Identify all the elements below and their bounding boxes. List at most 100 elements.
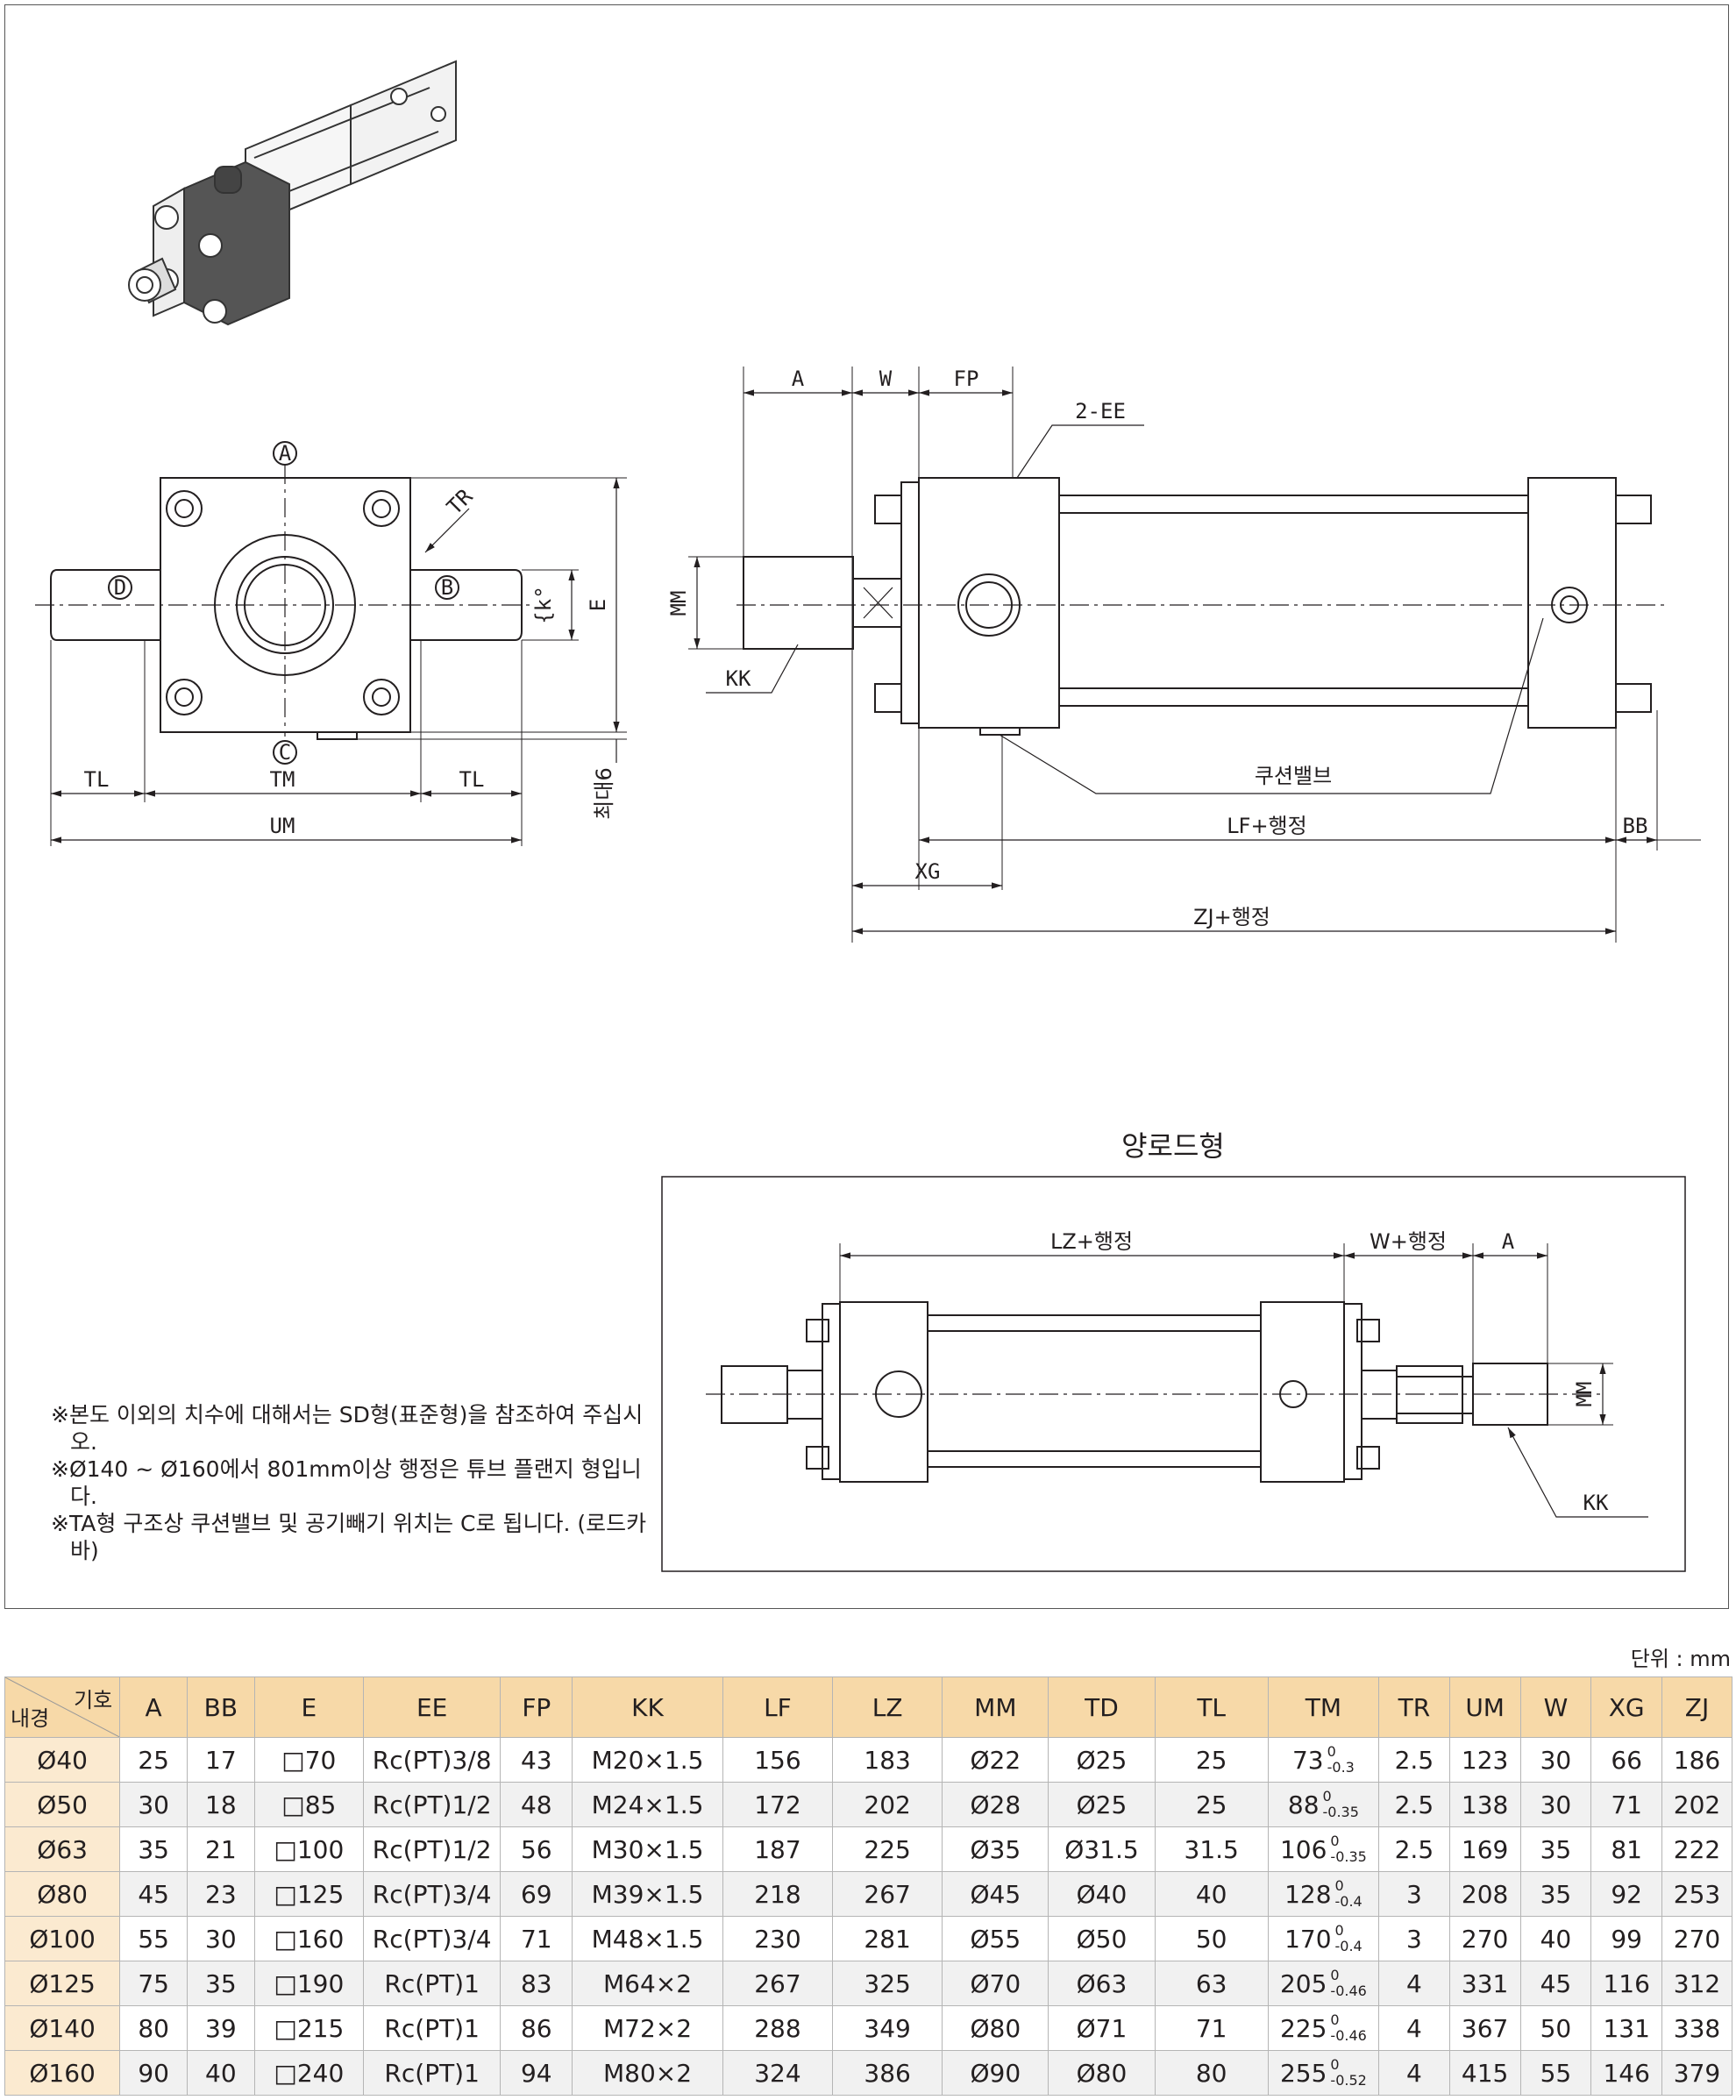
cell-tr: 3 <box>1378 1871 1450 1917</box>
cell-zj: 186 <box>1661 1737 1732 1783</box>
tm-tol-lower: -0.35 <box>1330 1848 1367 1865</box>
cell-mm: Ø80 <box>942 2005 1049 2051</box>
cell-um: 415 <box>1448 2050 1521 2096</box>
cell-kk: M72×2 <box>572 2005 723 2051</box>
cell-fp: 43 <box>500 1737 573 1783</box>
label-mm: MM <box>666 591 691 616</box>
header-zj: ZJ <box>1661 1676 1732 1738</box>
tm-tol-upper: 0 <box>1330 2056 1340 2073</box>
label-a: A <box>792 367 805 391</box>
cell-lz: 386 <box>832 2050 943 2096</box>
cell-xg: 66 <box>1590 1737 1663 1783</box>
cell-a: 75 <box>119 1961 188 2006</box>
cell-lz: 325 <box>832 1961 943 2006</box>
mark-b: B <box>441 575 453 600</box>
cell-ee: Rc(PT)3/4 <box>362 1871 502 1917</box>
cell-um: 123 <box>1448 1737 1521 1783</box>
tm-value: 73 <box>1291 1745 1324 1775</box>
cell-tl: 80 <box>1154 2050 1269 2096</box>
tm-value: 88 <box>1287 1790 1320 1819</box>
cell-ee: Rc(PT)3/4 <box>362 1916 502 1961</box>
cell-xg: 99 <box>1590 1916 1663 1961</box>
label-tl-right: TL <box>459 767 485 792</box>
header-tm: TM <box>1267 1676 1380 1738</box>
cell-bb: 39 <box>187 2005 255 2051</box>
label-bb: BB <box>1623 814 1648 838</box>
tm-tol-upper: 0 <box>1330 1967 1340 1983</box>
cell-lz: 202 <box>832 1782 943 1827</box>
cell-lz: 225 <box>832 1826 943 1872</box>
cell-kk: M30×1.5 <box>572 1826 723 1872</box>
label-yoke-kk: KK <box>1583 1491 1609 1515</box>
note-1: ※본도 이외의 치수에 대해서는 SD형(표준형)을 참조하여 주십시오. <box>51 1402 644 1455</box>
label-max6: 최대6 <box>592 767 616 819</box>
cell-mm: Ø70 <box>942 1961 1049 2006</box>
cell-bb: 35 <box>187 1961 255 2006</box>
cell-tl: 63 <box>1154 1961 1269 2006</box>
cell-zj: 202 <box>1661 1782 1732 1827</box>
cell-e: □215 <box>253 2005 364 2051</box>
header-bore: 내경 <box>11 1706 50 1731</box>
cell-e: □160 <box>253 1916 364 1961</box>
cell-lf: 230 <box>722 1916 834 1961</box>
label-2ee: 2-EE <box>1075 399 1126 424</box>
cell-bore: Ø63 <box>4 1826 121 1872</box>
tm-value: 225 <box>1279 2013 1327 2043</box>
cell-a: 80 <box>119 2005 188 2051</box>
header-lz: LZ <box>832 1676 943 1738</box>
mark-a: A <box>279 441 292 466</box>
tm-tol-lower: -0.52 <box>1330 2072 1367 2089</box>
side-view-labels: A W FP 2-EE MM KK 쿠션밸브 LF+행정 BB XG ZJ+행정 <box>666 367 1647 929</box>
cell-um: 367 <box>1448 2005 1521 2051</box>
cell-a: 35 <box>119 1826 188 1872</box>
mark-c: C <box>279 740 291 765</box>
label-um: UM <box>270 814 295 838</box>
cell-fp: 86 <box>500 2005 573 2051</box>
header-tr: TR <box>1378 1676 1450 1738</box>
cell-bore: Ø140 <box>4 2005 121 2051</box>
cell-lf: 267 <box>722 1961 834 2006</box>
front-view <box>35 441 627 846</box>
cell-lz: 281 <box>832 1916 943 1961</box>
cell-bore: Ø160 <box>4 2050 121 2096</box>
cell-e: □85 <box>253 1782 364 1827</box>
cell-tl: 31.5 <box>1154 1826 1269 1872</box>
tm-value: 205 <box>1279 1968 1327 1998</box>
header-e: E <box>253 1676 364 1738</box>
cell-bore: Ø100 <box>4 1916 121 1961</box>
cell-w: 40 <box>1519 1916 1592 1961</box>
tm-tolerance: 0-0.4 <box>1335 1923 1362 1954</box>
cell-bore: Ø40 <box>4 1737 121 1783</box>
unit-label: 단위 : mm <box>1630 1647 1731 1671</box>
cell-lf: 156 <box>722 1737 834 1783</box>
cell-lz: 349 <box>832 2005 943 2051</box>
front-view-labels: A C D B TR {k° E 최대6 TL TM TL UM <box>84 441 616 838</box>
cylinder-3d-illustration <box>128 60 457 326</box>
cell-td: Ø50 <box>1048 1916 1156 1961</box>
cell-lf: 218 <box>722 1871 834 1917</box>
tm-tol-upper: 0 <box>1322 1788 1332 1805</box>
technical-drawings: A C D B TR {k° E 최대6 TL TM TL UM <box>35 60 1701 1572</box>
header-kk: KK <box>572 1676 723 1738</box>
cell-bore: Ø50 <box>4 1782 121 1827</box>
cell-tl: 25 <box>1154 1737 1269 1783</box>
tm-tol-lower: -0.4 <box>1334 1893 1362 1910</box>
cell-tr: 4 <box>1378 2005 1450 2051</box>
header-lf: LF <box>722 1676 834 1738</box>
tm-tol-lower: -0.3 <box>1327 1759 1355 1776</box>
header-a: A <box>119 1676 188 1738</box>
label-lf: LF+행정 <box>1227 814 1306 838</box>
label-e: E <box>586 599 610 611</box>
cell-tl: 50 <box>1154 1916 1269 1961</box>
cell-xg: 146 <box>1590 2050 1663 2096</box>
cell-mm: Ø45 <box>942 1871 1049 1917</box>
label-lz: LZ+행정 <box>1050 1229 1133 1254</box>
cell-mm: Ø22 <box>942 1737 1049 1783</box>
